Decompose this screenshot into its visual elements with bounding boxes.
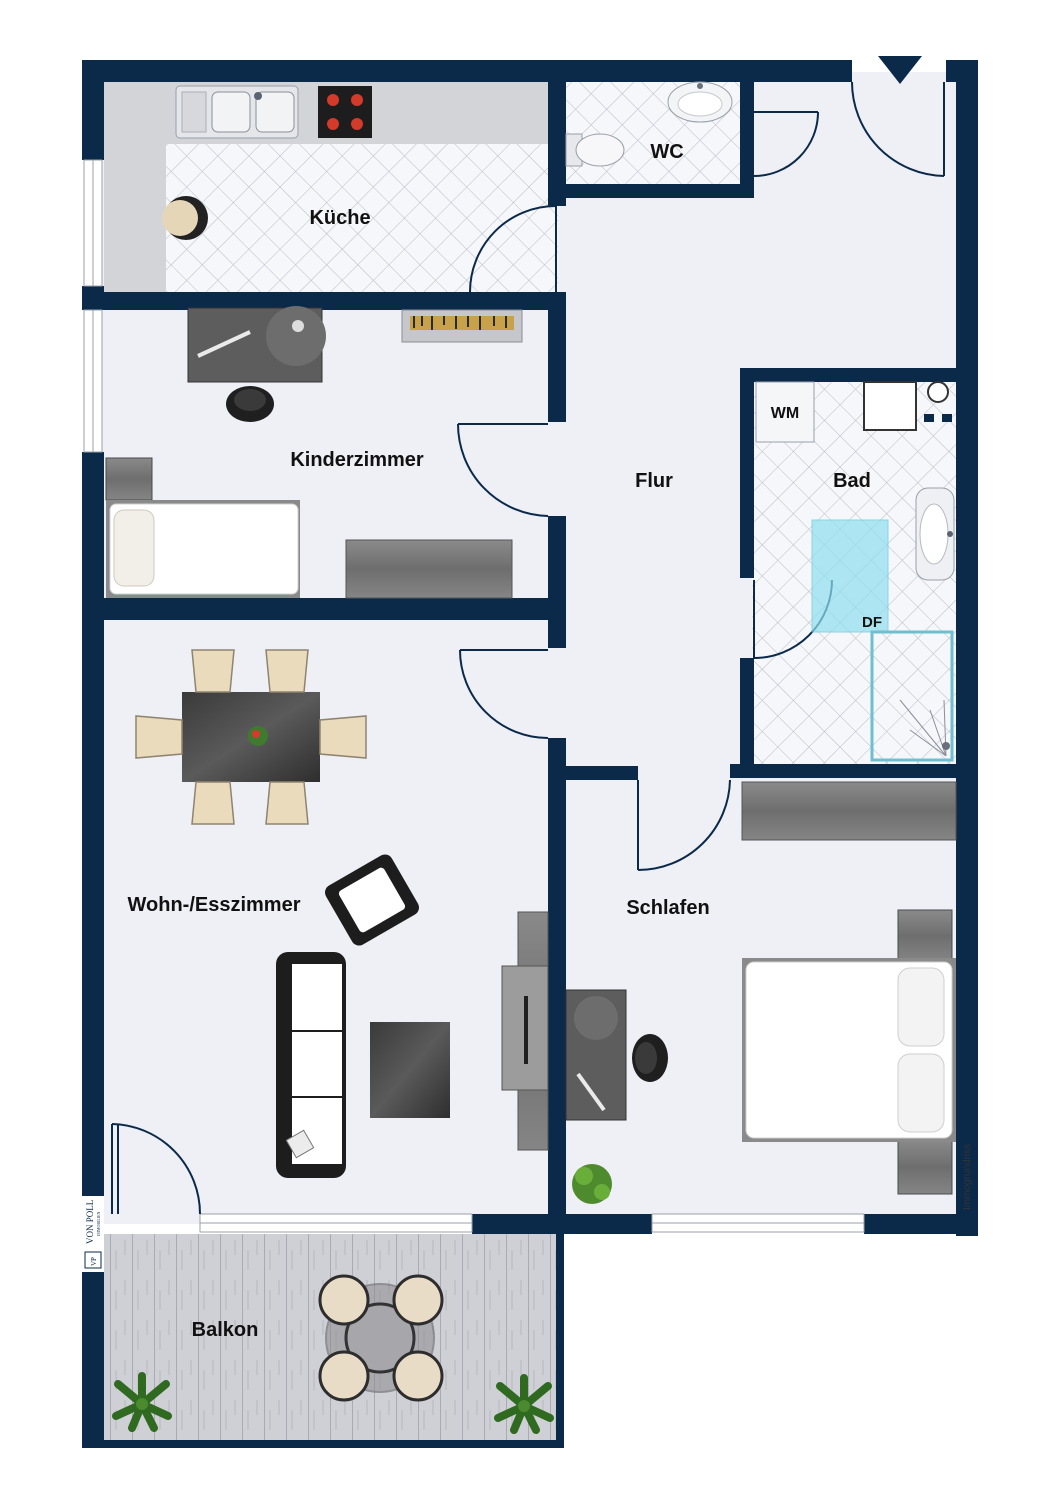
- wall-bad-bottom: [730, 764, 978, 778]
- kitchen-sink-icon: [175, 85, 299, 139]
- label-wohn-esszimmer: Wohn-/Esszimmer: [128, 894, 301, 916]
- sofa-icon: [276, 952, 346, 1178]
- bad-basin-icon: [915, 487, 955, 581]
- wall-top-left: [82, 60, 852, 82]
- armchair-icon: [325, 854, 419, 946]
- double-bed-icon: [742, 958, 956, 1142]
- wall-bottom-balkon: [82, 1440, 564, 1448]
- wohn-furniture: [135, 649, 549, 1178]
- balkon-chairs-icon: [318, 1274, 444, 1402]
- wall-left-balkon: [82, 1226, 104, 1446]
- cooktop-icon: [318, 86, 372, 138]
- plant-schlafen-icon: [572, 1164, 612, 1204]
- wardrobe-icon: [741, 781, 957, 841]
- wall-wc-bottom: [548, 184, 754, 198]
- nightstand-schlafen-bottom: [897, 1139, 953, 1195]
- skylight-icon: [811, 519, 889, 633]
- dining-table-icon: [182, 692, 320, 782]
- wall-wohn-right: [548, 738, 566, 1228]
- balkon-furniture: [112, 1274, 554, 1434]
- wall-kinder-right-upper: [548, 292, 566, 422]
- desk-kinder: [187, 306, 326, 383]
- shelf-books-icon: [401, 309, 523, 343]
- wall-bad-top: [740, 368, 978, 382]
- wall-kinder-right-lower: [548, 516, 566, 648]
- sideboard-kinder: [345, 539, 513, 599]
- toilet-icon: [565, 133, 625, 167]
- room-labels: Küche WC Kinderzimmer Flur Bad Wohn-/Ess…: [128, 141, 883, 1341]
- boiler-icon: [863, 381, 952, 431]
- desk-chair-schlafen-icon: [632, 1034, 668, 1082]
- bad-furniture: [755, 381, 955, 762]
- wall-wc-right: [740, 82, 754, 198]
- floor-kueche-door-tiles: [548, 206, 558, 294]
- wohn-door: [459, 649, 549, 739]
- wall-left-top: [82, 60, 104, 160]
- desk-chair-kinder-icon: [226, 386, 274, 422]
- bed-kinder-icon: [106, 500, 300, 598]
- entrance-arrow-icon: [878, 56, 922, 84]
- wall-right: [956, 60, 978, 1236]
- wall-bad-left-upper: [740, 368, 754, 578]
- washing-machine-icon: [755, 381, 815, 443]
- nightstand-schlafen-top: [897, 909, 953, 963]
- caption-immogrundriss: Immogrundriss: [962, 1144, 973, 1210]
- label-balkon: Balkon: [192, 1319, 259, 1341]
- kinder-furniture: [105, 306, 523, 599]
- wall-bottom-right: [864, 1214, 978, 1234]
- kueche-door: [469, 205, 557, 293]
- label-kueche: Küche: [309, 207, 370, 229]
- wall-left-lower: [82, 452, 104, 1242]
- plant-balkon-right-icon: [494, 1374, 554, 1434]
- von-poll-logo: VON POLL IMMOBILIEN VP: [82, 1196, 104, 1272]
- kitchen-furniture: [162, 85, 372, 240]
- label-schlafen: Schlafen: [626, 897, 709, 919]
- label-kinderzimmer: Kinderzimmer: [290, 449, 424, 471]
- doors: [111, 56, 945, 1215]
- coffee-table-icon: [370, 1022, 450, 1118]
- nightstand-kinder: [105, 457, 153, 501]
- kinder-door: [457, 423, 549, 517]
- label-flur: Flur: [635, 470, 673, 492]
- plant-balkon-left-icon: [112, 1372, 172, 1432]
- windows: [83, 159, 865, 1233]
- desk-schlafen: [565, 989, 627, 1121]
- wc-furniture: [565, 81, 733, 167]
- wc-door: [753, 111, 819, 177]
- label-wm: WM: [771, 405, 799, 422]
- schlafen-door: [637, 779, 731, 871]
- wall-right-balkon: [556, 1226, 564, 1446]
- label-bad: Bad: [833, 470, 871, 492]
- floor-kueche-counter-side: [104, 82, 166, 294]
- schlafen-furniture: [565, 781, 957, 1204]
- wc-basin-icon: [667, 81, 733, 123]
- kitchen-stool-icon: [162, 196, 208, 240]
- tv-unit-icon: [501, 911, 549, 1151]
- logo-subtitle: IMMOBILIEN: [96, 1211, 101, 1236]
- wall-kueche-right-upper: [548, 60, 566, 206]
- wall-kinder-bottom: [82, 598, 566, 620]
- balkon-door: [111, 1123, 201, 1215]
- shower-icon: [870, 630, 954, 762]
- wall-bad-left-lower: [740, 658, 754, 776]
- logo-monogram: VP: [90, 1257, 98, 1266]
- logo-name: VON POLL: [85, 1200, 95, 1244]
- walls: [82, 60, 978, 1448]
- wall-kueche-bottom: [82, 292, 564, 310]
- dining-chairs-icon: [135, 649, 367, 825]
- floor-kueche-tiles: [166, 144, 548, 294]
- entrance-door: [851, 56, 945, 177]
- label-wc: WC: [650, 141, 683, 163]
- label-df: DF: [862, 614, 882, 631]
- wall-schlafen-top: [548, 766, 638, 780]
